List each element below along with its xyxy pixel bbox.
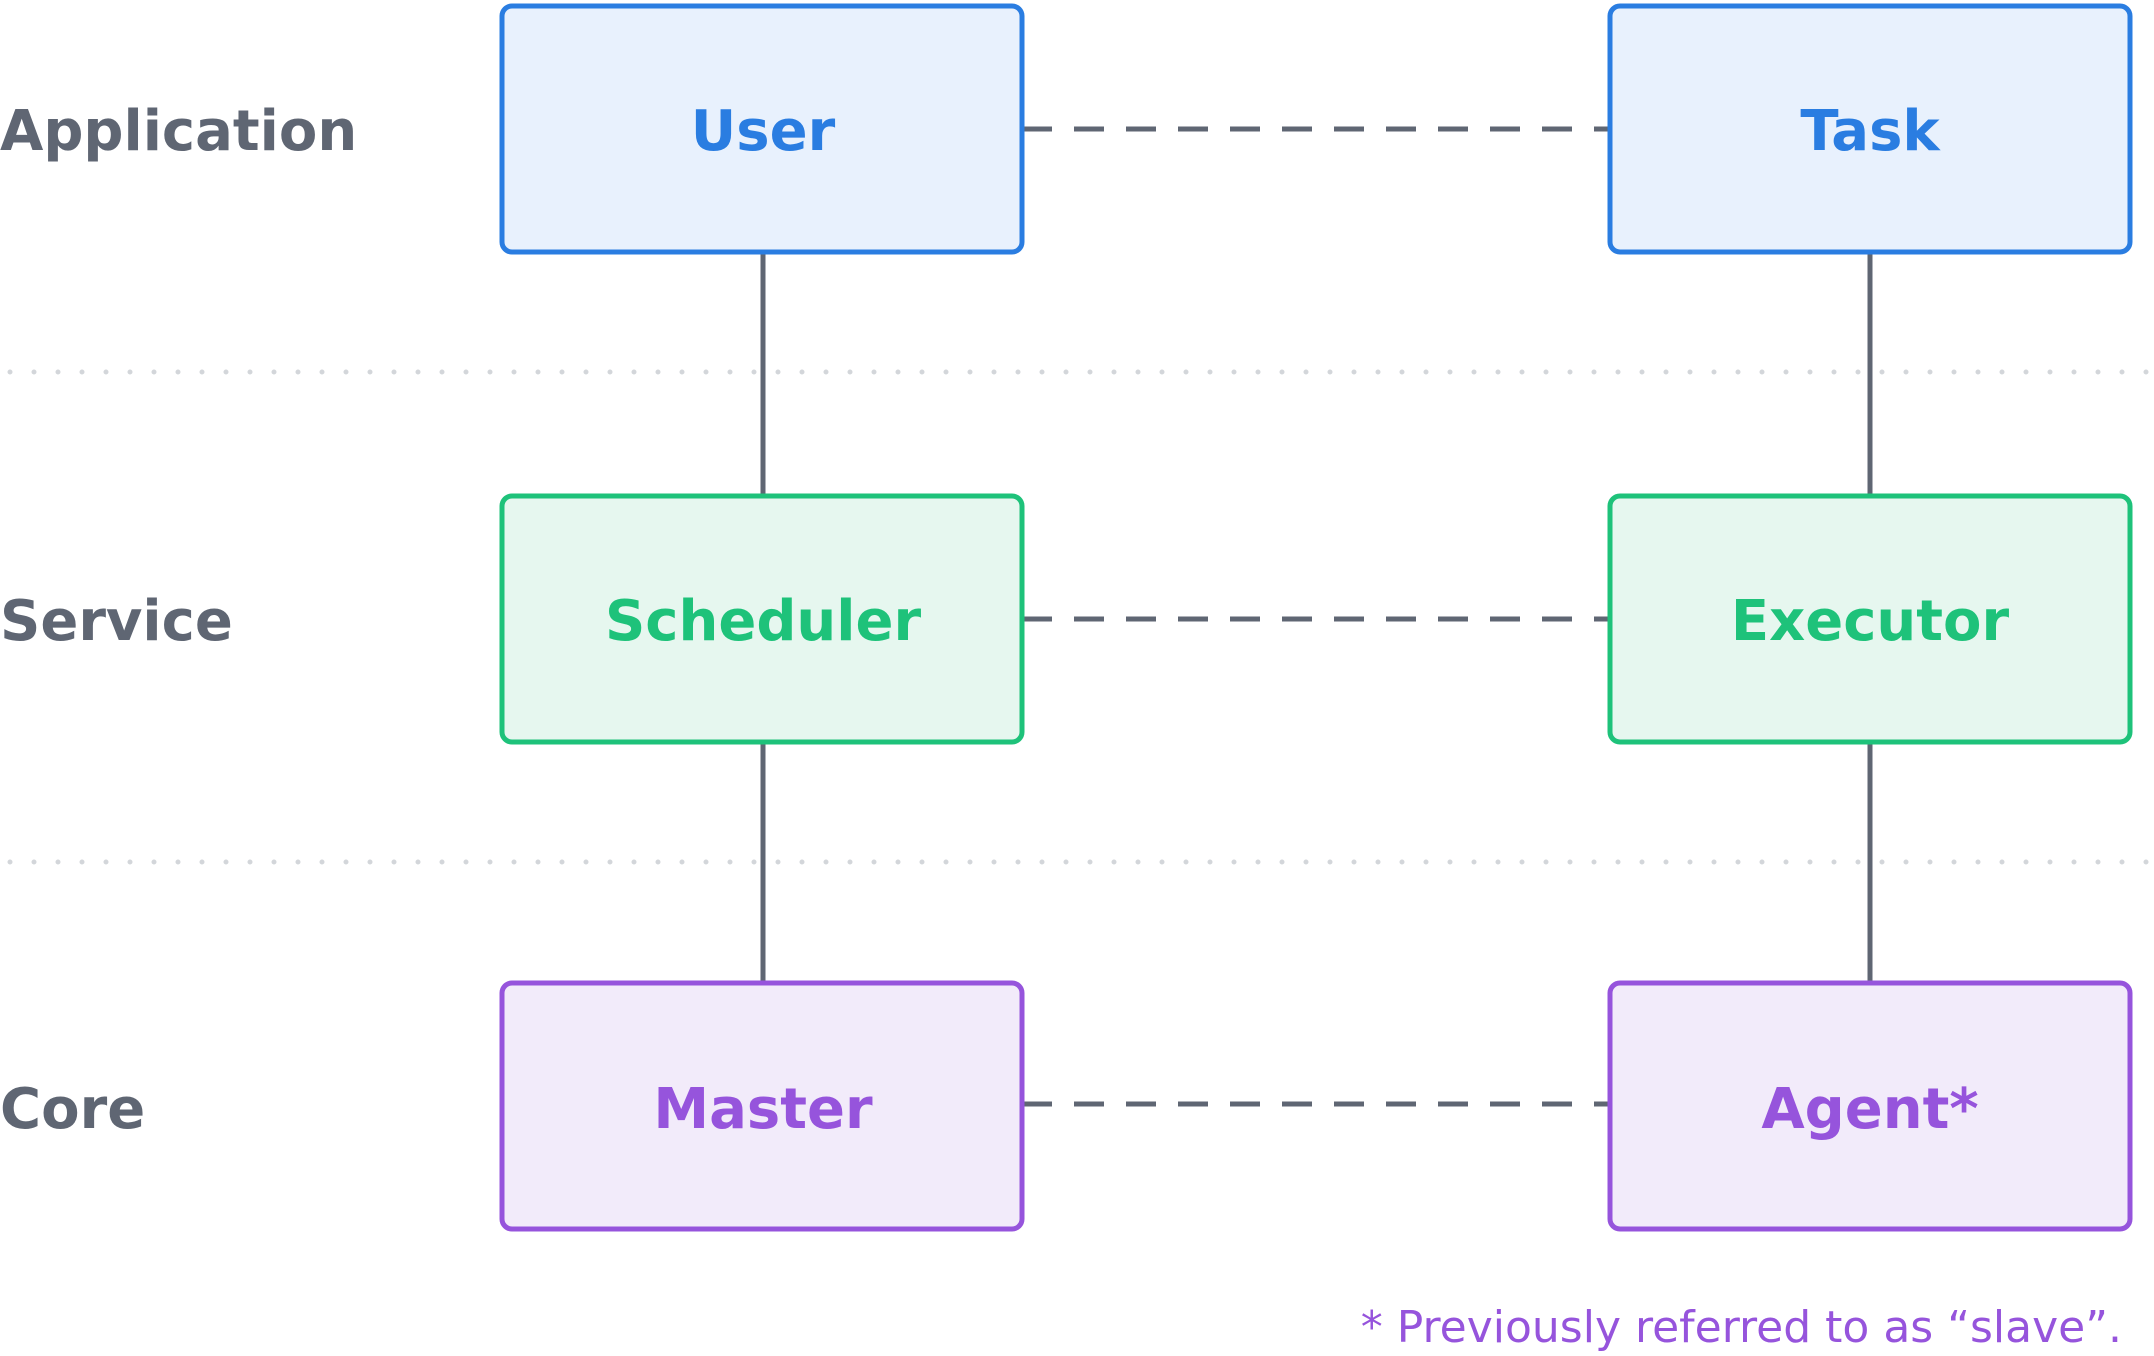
footnote: * Previously referred to as “slave”.	[1361, 1302, 2122, 1353]
layer-label-service: Service	[0, 589, 233, 654]
box-task: Task	[1607, 3, 2133, 255]
box-scheduler-label: Scheduler	[605, 589, 922, 654]
layer-label-core: Core	[0, 1077, 145, 1142]
box-scheduler: Scheduler	[499, 493, 1025, 745]
box-executor-label: Executor	[1731, 589, 2010, 654]
box-executor: Executor	[1607, 493, 2133, 745]
box-user: User	[499, 3, 1025, 255]
box-master-label: Master	[653, 1077, 873, 1142]
box-agent: Agent*	[1607, 980, 2133, 1232]
box-task-label: Task	[1800, 99, 1941, 164]
box-user-label: User	[691, 99, 836, 164]
box-master: Master	[499, 980, 1025, 1232]
box-agent-label: Agent*	[1761, 1077, 1978, 1142]
layer-label-application: Application	[0, 99, 357, 164]
